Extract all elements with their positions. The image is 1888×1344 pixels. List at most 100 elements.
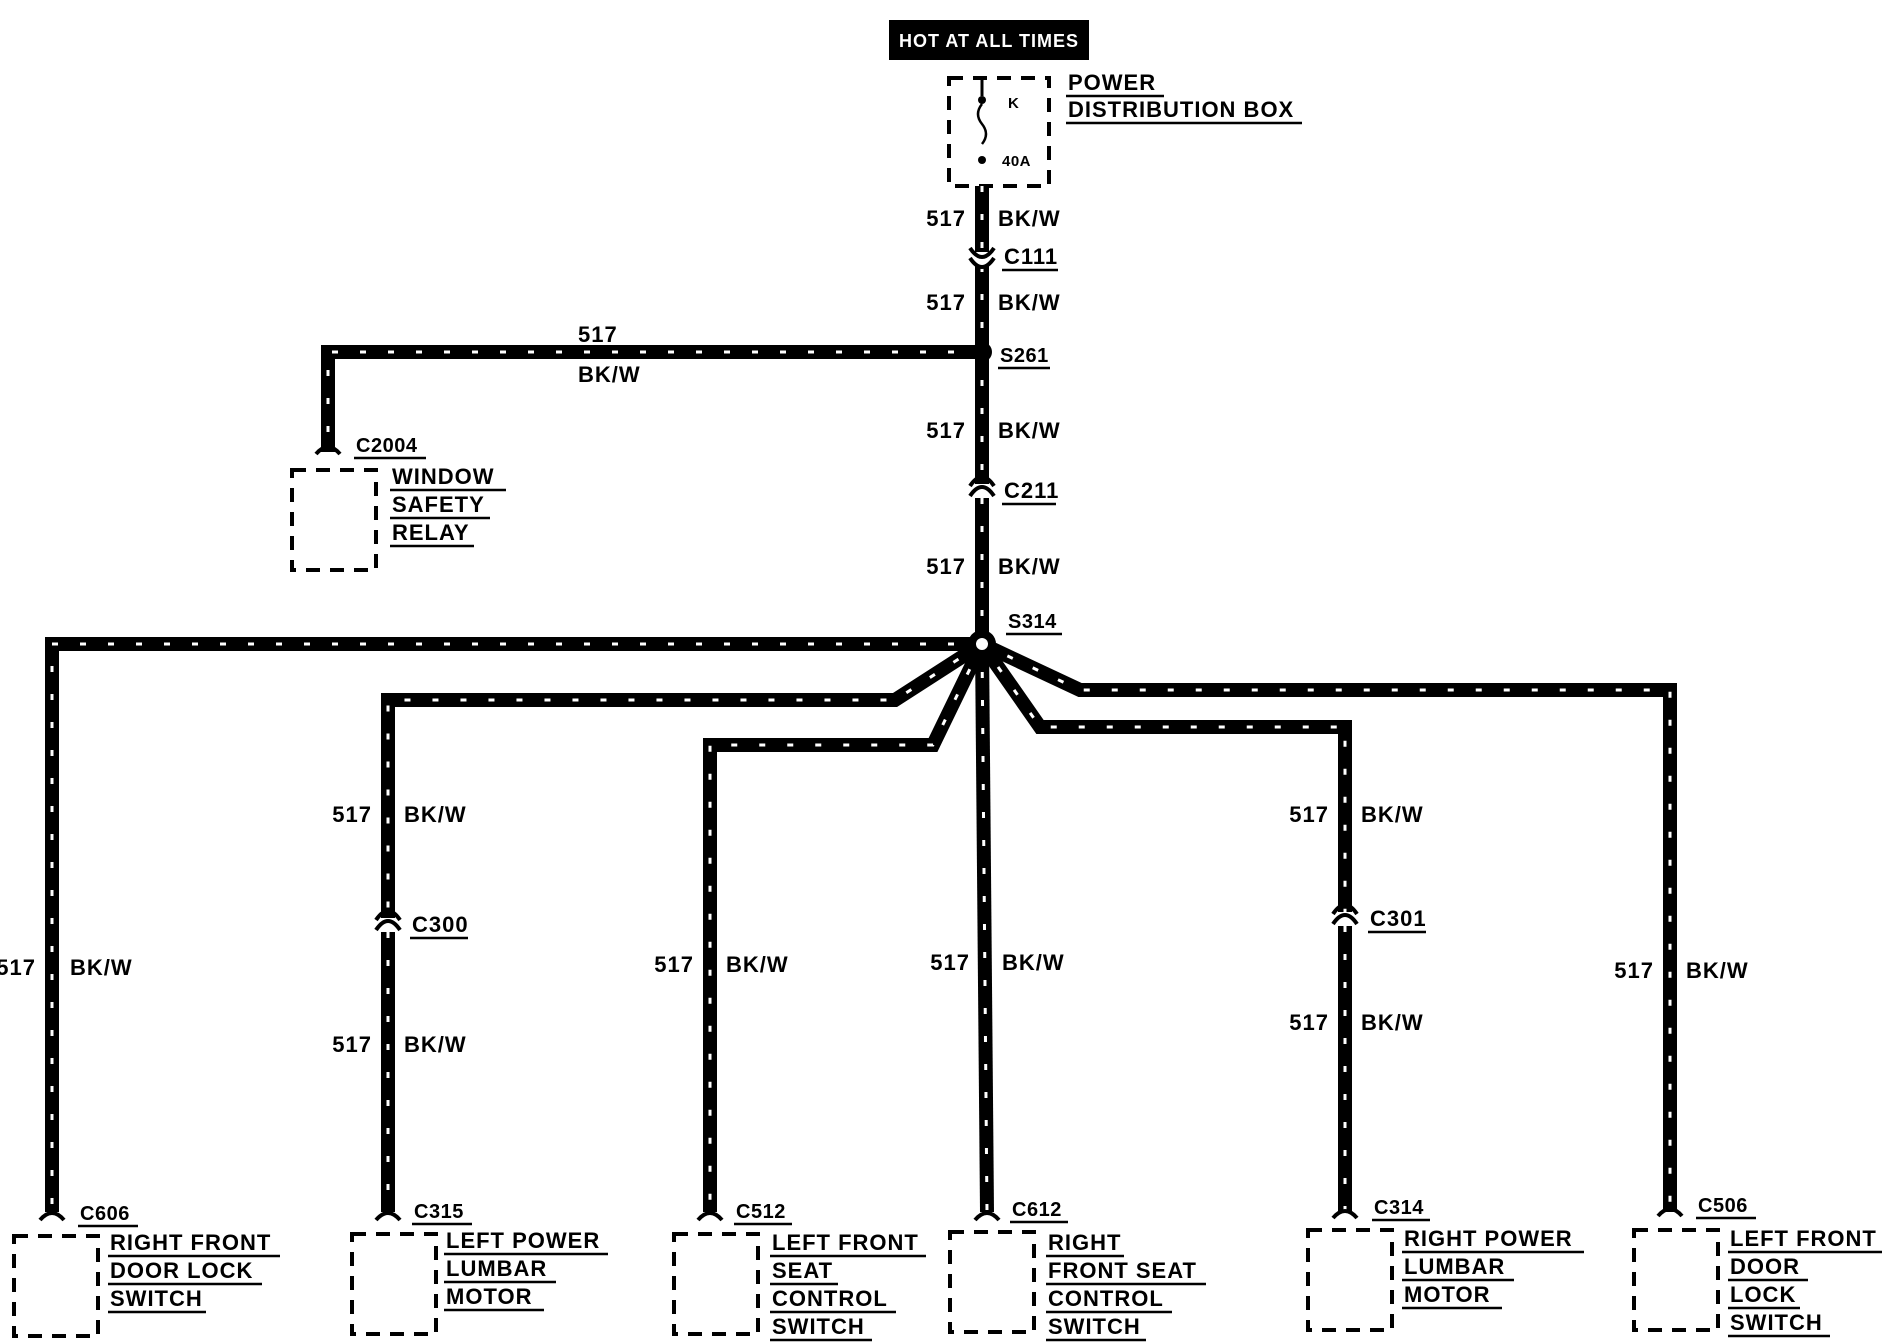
wire-label-circuit: 517 — [1289, 802, 1329, 827]
component-left-front-seat-control-switch: C512 LEFT FRONT SEAT CONTROL SWITCH — [672, 1201, 926, 1342]
fuse-terminal-top — [978, 96, 986, 104]
fuse-terminal-bottom — [978, 156, 986, 164]
wire-label-circuit: 517 — [0, 955, 36, 980]
lfscs-line1: LEFT FRONT — [772, 1230, 919, 1255]
wire-s261-to-c2004 — [321, 345, 982, 452]
rfscs-line4: SWITCH — [1048, 1314, 1141, 1339]
wire-label-color: BK/W — [1002, 950, 1065, 975]
power-box-label-1: POWER — [1068, 70, 1156, 95]
rfscs-line1: RIGHT — [1048, 1230, 1121, 1255]
wire-label-color: BK/W — [726, 952, 789, 977]
component-right-power-lumbar-motor: C314 RIGHT POWER LUMBAR MOTOR — [1306, 1197, 1584, 1332]
wire-s314-to-c300 — [381, 638, 986, 918]
connector-c300: C300 — [374, 909, 469, 940]
lfdls-line2: DOOR — [1730, 1254, 1800, 1279]
wire-s314-to-c506 — [979, 637, 1677, 1212]
component-left-front-door-lock-switch: C506 LEFT FRONT DOOR LOCK SWITCH — [1632, 1195, 1882, 1338]
c506-label: C506 — [1698, 1195, 1748, 1217]
wire-label-color: BK/W — [1361, 1010, 1424, 1035]
s314-label: S314 — [1008, 611, 1057, 633]
wire-label-color: BK/W — [578, 362, 641, 387]
connector-c301: C301 — [1331, 903, 1427, 934]
c315-label: C315 — [414, 1201, 464, 1223]
c300-label: C300 — [412, 912, 469, 937]
wire-label-circuit: 517 — [332, 1032, 372, 1057]
wire-label-circuit: 517 — [926, 290, 966, 315]
wire-label-circuit: 517 — [926, 554, 966, 579]
connector-c301-icon — [1331, 913, 1359, 926]
connector-c606-icon — [38, 1211, 66, 1222]
wire-label-color: BK/W — [1686, 958, 1749, 983]
c2004-label: C2004 — [356, 435, 418, 457]
wire-label-circuit: 517 — [654, 952, 694, 977]
connector-c300-icon — [374, 919, 402, 932]
component-left-power-lumbar-motor: C315 LEFT POWER LUMBAR MOTOR — [350, 1201, 608, 1336]
rfdls-line1: RIGHT FRONT — [110, 1230, 271, 1255]
wire-label-color: BK/W — [998, 290, 1061, 315]
c606-label: C606 — [80, 1203, 130, 1225]
connector-c111-icon — [968, 246, 996, 259]
wire-label-color: BK/W — [404, 802, 467, 827]
c612-label: C612 — [1012, 1199, 1062, 1221]
lfscs-line4: SWITCH — [772, 1314, 865, 1339]
lfdls-line4: SWITCH — [1730, 1310, 1823, 1335]
connector-c314-icon — [1331, 1209, 1359, 1220]
wire-label-circuit: 517 — [926, 206, 966, 231]
power-distribution-box: K 40A POWER DISTRIBUTION BOX — [947, 70, 1302, 188]
connector-c111: C111 — [968, 244, 1058, 272]
wire-label-color: BK/W — [70, 955, 133, 980]
c301-label: C301 — [1370, 906, 1427, 931]
connector-c2004-icon — [314, 445, 342, 456]
rfdls-line2: DOOR LOCK — [110, 1258, 253, 1283]
lplm-line3: MOTOR — [446, 1284, 532, 1309]
connector-c506-icon — [1656, 1207, 1684, 1218]
wire-label-circuit: 517 — [332, 802, 372, 827]
wire-label-circuit: 517 — [1614, 958, 1654, 983]
rfscs-line2: FRONT SEAT — [1048, 1258, 1197, 1283]
s261-label: S261 — [1000, 345, 1049, 367]
connector-c612-icon — [973, 1211, 1001, 1222]
wire-network — [45, 186, 1677, 1213]
fuse-rating: 40A — [1002, 153, 1031, 170]
window-safety-relay-line1: WINDOW — [392, 464, 495, 489]
lfdls-line3: LOCK — [1730, 1282, 1796, 1307]
c111-label: C111 — [1004, 244, 1058, 269]
c314-label: C314 — [1374, 1197, 1424, 1219]
component-window-safety-relay: C2004 WINDOW SAFETY RELAY — [290, 435, 506, 572]
component-right-front-door-lock-switch: C606 RIGHT FRONT DOOR LOCK SWITCH — [12, 1203, 280, 1338]
rfscs-line3: CONTROL — [1048, 1286, 1164, 1311]
connector-c512-icon — [696, 1211, 724, 1222]
connector-c315-icon — [374, 1211, 402, 1222]
connector-c211-icon — [968, 485, 996, 498]
window-safety-relay-line3: RELAY — [392, 520, 470, 545]
wire-label-circuit: 517 — [1289, 1010, 1329, 1035]
fuse-id: K — [1008, 95, 1019, 112]
power-box-label-2: DISTRIBUTION BOX — [1068, 97, 1294, 122]
wire-s314-to-c606 — [45, 637, 982, 1212]
rplm-line2: LUMBAR — [1404, 1254, 1505, 1279]
wire-s314-to-c512 — [703, 640, 989, 1212]
wire-label-color: BK/W — [1361, 802, 1424, 827]
rplm-line1: RIGHT POWER — [1404, 1226, 1573, 1251]
lplm-line2: LUMBAR — [446, 1256, 547, 1281]
splice-s261: S261 — [972, 342, 1050, 370]
hot-label: HOT AT ALL TIMES — [899, 31, 1079, 51]
wire-label-color: BK/W — [404, 1032, 467, 1057]
wire-label-color: BK/W — [998, 418, 1061, 443]
window-safety-relay-line2: SAFETY — [392, 492, 485, 517]
hot-at-all-times-badge: HOT AT ALL TIMES — [889, 20, 1089, 60]
wire-label-circuit: 517 — [926, 418, 966, 443]
lfscs-line2: SEAT — [772, 1258, 833, 1283]
c512-label: C512 — [736, 1201, 786, 1223]
lfdls-line1: LEFT FRONT — [1730, 1226, 1877, 1251]
rplm-line3: MOTOR — [1404, 1282, 1490, 1307]
wire-label-color: BK/W — [998, 554, 1061, 579]
wire-label-circuit: 517 — [930, 950, 970, 975]
wire-labels: 517 BK/W 517 BK/W 517 BK/W 517 BK/W 517 … — [0, 206, 1749, 1057]
lfscs-line3: CONTROL — [772, 1286, 888, 1311]
wire-label-circuit: 517 — [578, 322, 618, 347]
fuse-icon — [976, 103, 988, 145]
c211-label: C211 — [1004, 478, 1059, 503]
splice-s314: S314 — [968, 611, 1062, 658]
